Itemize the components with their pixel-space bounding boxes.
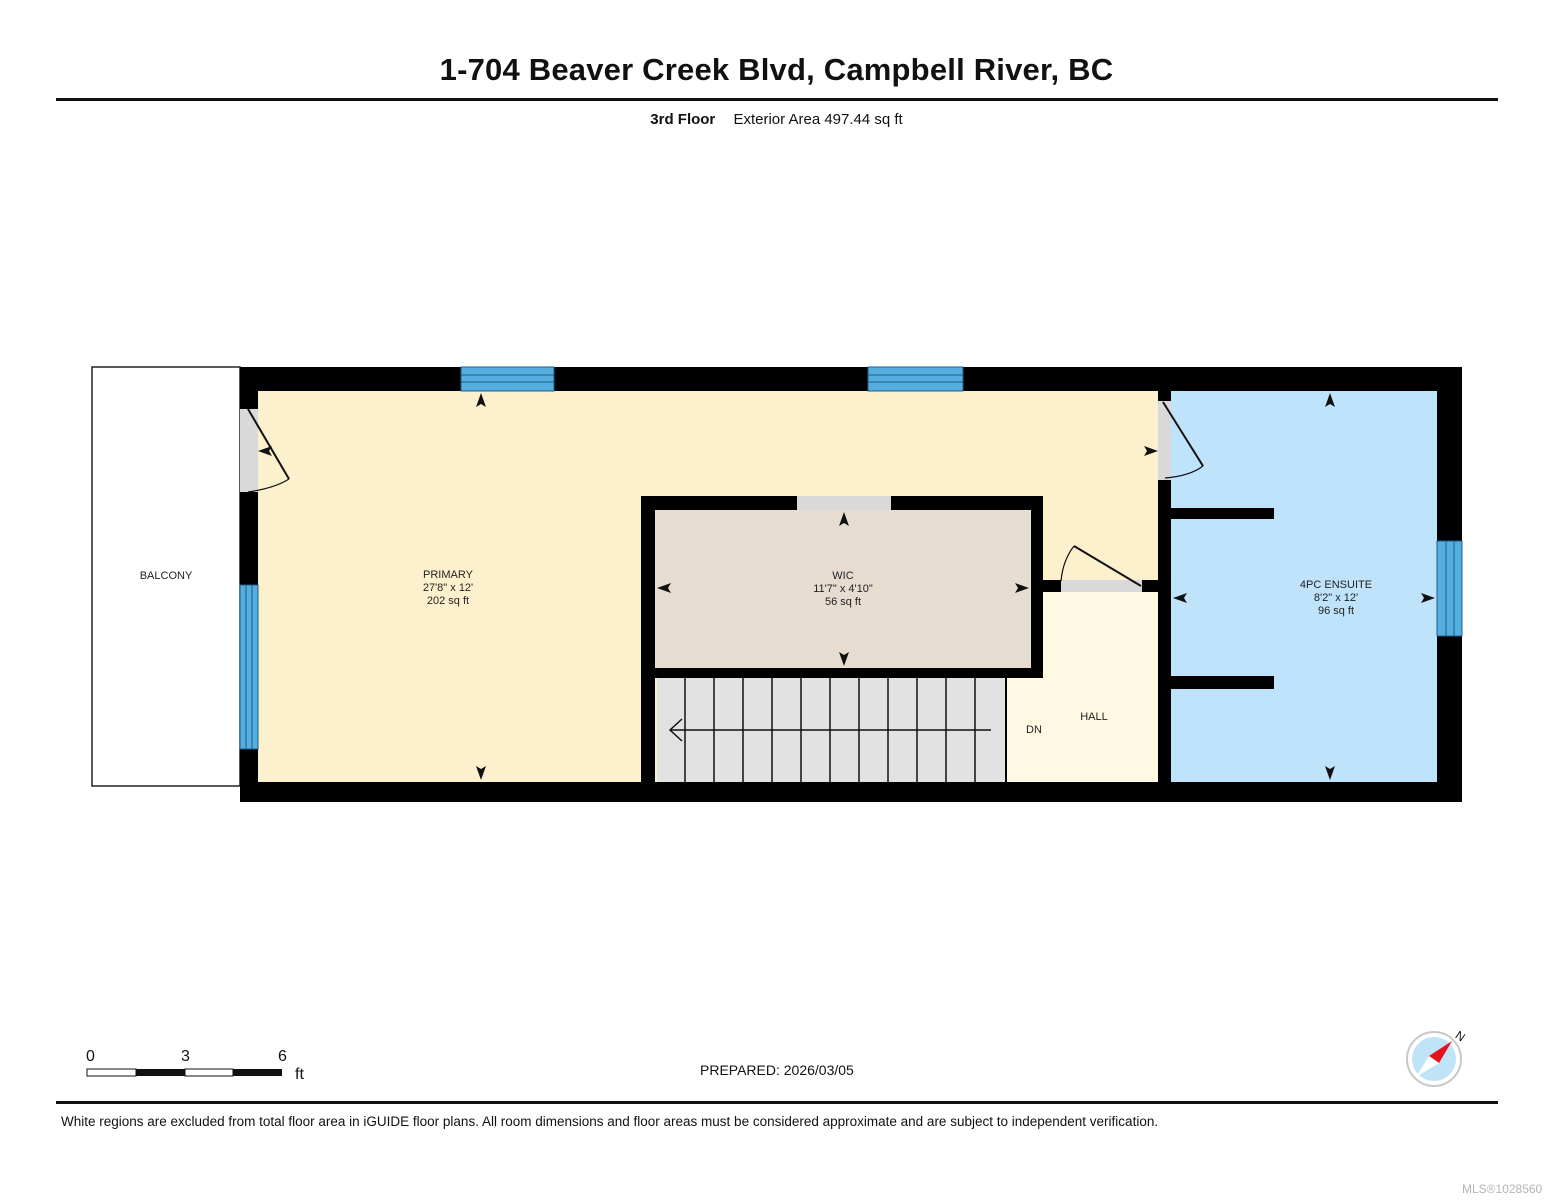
mls-number: MLS®1028560 — [1462, 1182, 1543, 1196]
room-label-balcony: BALCONY — [139, 570, 193, 582]
dimension-arrows — [258, 393, 1435, 780]
scale-tick-0: 0 — [86, 1048, 95, 1065]
room-area: 56 sq ft — [824, 596, 862, 608]
window-top-left — [460, 366, 555, 392]
door-openings — [240, 401, 1171, 592]
scale-bar-graphic — [86, 1068, 282, 1077]
room-area: 202 sq ft — [426, 595, 470, 607]
room-name: 4PC ENSUITE — [1299, 579, 1373, 591]
window-left — [239, 584, 259, 750]
window-top-right — [867, 366, 964, 392]
stairs-label: DN — [1026, 724, 1042, 736]
footer-divider — [56, 1101, 1498, 1104]
floor-summary: 3rd Floor Exterior Area 497.44 sq ft — [0, 111, 1553, 128]
scale-tick-6: 6 — [278, 1048, 287, 1065]
scale-unit: ft — [295, 1066, 304, 1083]
compass-icon: N — [1406, 1028, 1468, 1087]
room-dimensions: 11'7" x 4'10" — [813, 583, 873, 595]
room-dimensions: 27'8" x 12' — [422, 582, 474, 594]
room-name: WIC — [832, 570, 854, 582]
walls — [240, 367, 1462, 802]
header-divider — [56, 98, 1498, 101]
scale-bar: 0 3 6 ft — [86, 1046, 316, 1086]
disclaimer: White regions are excluded from total fl… — [61, 1114, 1159, 1129]
room-label-primary: PRIMARY 27'8" x 12' 202 sq ft — [423, 569, 473, 608]
windows — [239, 366, 1463, 750]
window-right — [1436, 540, 1463, 637]
exterior-area: Exterior Area 497.44 sq ft — [733, 111, 903, 128]
page-title: 1-704 Beaver Creek Blvd, Campbell River,… — [439, 52, 1114, 87]
scale-tick-3: 3 — [181, 1048, 190, 1065]
room-name: PRIMARY — [423, 569, 473, 581]
room-label-wic: WIC 11'7" x 4'10" 56 sq ft — [813, 570, 873, 609]
room-ensuite-fill — [1171, 391, 1437, 782]
room-label-ensuite: 4PC ENSUITE 8'2" x 12' 96 sq ft — [1300, 579, 1372, 618]
stair-treads — [668, 678, 991, 782]
prepared-date: PREPARED: 2026/03/05 — [700, 1062, 854, 1078]
room-dimensions: 8'2" x 12' — [1313, 592, 1359, 604]
room-area: 96 sq ft — [1317, 605, 1355, 617]
floor-name: 3rd Floor — [650, 111, 716, 128]
room-label-hall: HALL — [1080, 711, 1108, 723]
door-swings — [247, 401, 1204, 587]
room-wic-fill — [655, 510, 1031, 668]
